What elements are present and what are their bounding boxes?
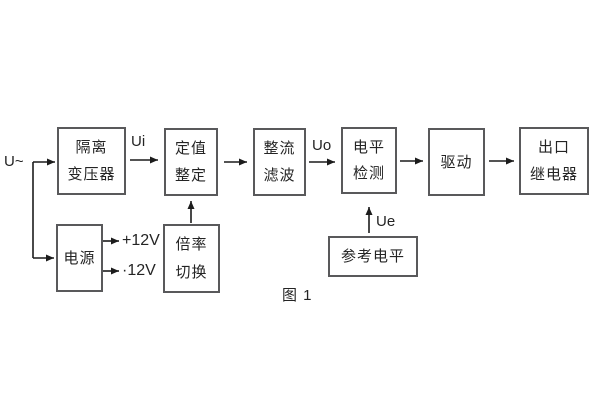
box-power-supply: 电源 [56, 224, 103, 292]
box-label-line: 参考电平 [340, 248, 405, 265]
box-label-line: 检测 [352, 165, 385, 183]
box-label-line: 电平 [352, 138, 385, 156]
box-output-relay: 出口 继电器 [519, 127, 589, 195]
label-input-voltage: U~ [4, 153, 24, 170]
box-label-line: 隔离 [75, 139, 108, 156]
box-label-line: 出口 [537, 139, 570, 156]
figure-caption: 图 1 [282, 287, 313, 304]
box-label-line: 电源 [63, 249, 96, 267]
box-label-line: 倍率 [175, 236, 208, 254]
box-label-line: 切换 [175, 263, 208, 281]
label-minus-12v: ·12V [122, 262, 156, 279]
label-plus-12v: +12V [122, 232, 160, 249]
label-ui: Ui [131, 133, 146, 150]
box-level-detection: 电平 检测 [341, 127, 397, 194]
box-rectifier-filter: 整流 滤波 [253, 128, 306, 196]
box-reference-level: 参考电平 [328, 236, 418, 277]
box-label-line: 整定 [174, 167, 207, 184]
label-ue: Ue [376, 213, 396, 230]
box-label-line: 整流 [263, 140, 296, 157]
box-label-line: 滤波 [263, 167, 296, 184]
box-label-line: 继电器 [529, 166, 578, 183]
box-label-line: 变压器 [67, 166, 116, 183]
box-label-line: 驱动 [440, 153, 473, 171]
box-setting-adjust: 定值 整定 [164, 128, 218, 196]
box-ratio-switch: 倍率 切换 [163, 224, 220, 293]
label-uo: Uo [312, 137, 332, 154]
box-isolation-transformer: 隔离 变压器 [57, 127, 126, 195]
box-label-line: 定值 [174, 140, 207, 157]
box-drive: 驱动 [428, 128, 485, 196]
